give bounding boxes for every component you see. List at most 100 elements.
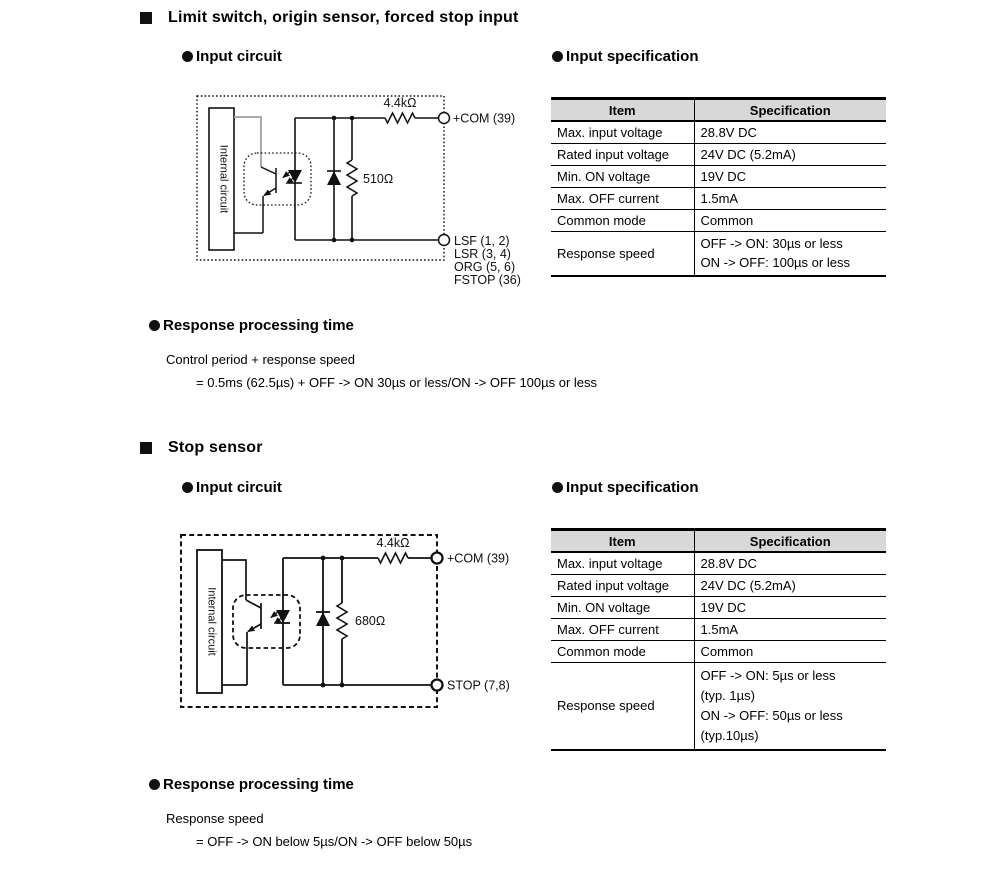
collector-wire (234, 116, 262, 167)
com-terminal (430, 551, 444, 565)
section2-input-circuit-heading: Input circuit (182, 479, 282, 496)
section1-input-spec-heading: Input specification (552, 48, 699, 65)
table-row: Max. OFF current 1.5mA (551, 187, 886, 210)
header-specification: Specification (694, 528, 886, 553)
input-terminal-labels: LSF (1, 2) LSR (3, 4) ORG (5, 6) FSTOP (… (454, 234, 521, 287)
response-formula-line2: = OFF -> ON below 5µs/ON -> OFF below 50… (196, 834, 473, 849)
cell-item: Common mode (551, 640, 695, 663)
input-circuit-label: Input circuit (196, 479, 282, 496)
cell-item: Max. input voltage (551, 121, 695, 144)
section1-input-circuit-heading: Input circuit (182, 48, 282, 65)
cell-item: Rated input voltage (551, 143, 695, 166)
response-formula-line1: Response speed (166, 811, 264, 826)
phototransistor (222, 559, 262, 686)
response-title: Response processing time (163, 776, 354, 793)
section2-response-heading: Response processing time (149, 776, 354, 793)
shunt-resistor (345, 118, 359, 240)
series-resistor-label: 4.4kΩ (377, 536, 410, 550)
internal-circuit-box (196, 549, 223, 694)
cell-spec: 1.5mA (694, 618, 886, 641)
cell-spec: 24V DC (5.2mA) (694, 143, 886, 166)
junction-dots (331, 115, 355, 243)
phototransistor (234, 166, 277, 234)
cell-item: Rated input voltage (551, 574, 695, 597)
input-circuit-diagram-stop-sensor: Internal circuit (180, 534, 510, 708)
table-header-row: Item Specification (551, 528, 886, 553)
header-item: Item (551, 528, 695, 553)
internal-circuit-label: Internal circuit (206, 587, 218, 655)
cell-item: Max. OFF current (551, 618, 695, 641)
input-spec-label: Input specification (566, 479, 699, 496)
cell-spec: 19V DC (694, 596, 886, 619)
cell-item: Max. input voltage (551, 552, 695, 575)
internal-circuit-label: Internal circuit (218, 145, 230, 213)
cell-item: Response speed (551, 231, 695, 277)
input-circuit-diagram-limit-switch: Internal circuit (196, 95, 521, 287)
input-circuit-label: Input circuit (196, 48, 282, 65)
cell-item: Response speed (551, 662, 695, 751)
input-spec-label: Input specification (566, 48, 699, 65)
circle-bullet-icon (552, 51, 563, 62)
circle-bullet-icon (182, 51, 193, 62)
cell-spec: Common (694, 209, 886, 232)
response-line: ON -> OFF: 100µs or less (700, 255, 850, 271)
terminal-label-lsr: LSR (3, 4) (454, 247, 511, 261)
internal-circuit-box (208, 107, 235, 251)
protection-diode (327, 118, 341, 240)
junction-dots (320, 555, 345, 688)
cell-spec: 28.8V DC (694, 552, 886, 575)
series-resistor-label: 4.4kΩ (384, 96, 417, 110)
response-formula-line1: Control period + response speed (166, 352, 355, 367)
shunt-resistor-label: 680Ω (355, 614, 385, 628)
response-line: (typ. 1µs) (700, 687, 755, 703)
square-bullet-icon (140, 12, 152, 24)
optocoupler-box (232, 594, 301, 649)
spec-table-stop-sensor: Item Specification Max. input voltage 28… (551, 528, 886, 751)
series-resistor (384, 111, 416, 125)
section2-title-row: Stop sensor (140, 439, 263, 457)
cell-item: Common mode (551, 209, 695, 232)
response-line: OFF -> ON: 30µs or less (700, 235, 843, 251)
cell-item: Max. OFF current (551, 187, 695, 210)
led (282, 118, 302, 240)
section2-input-spec-heading: Input specification (552, 479, 699, 496)
response-line: OFF -> ON: 5µs or less (700, 667, 836, 683)
table-header-row: Item Specification (551, 97, 886, 122)
table-row: Max. input voltage 28.8V DC (551, 121, 886, 144)
series-resistor (377, 551, 409, 565)
cell-spec: 19V DC (694, 165, 886, 188)
spec-table-limit-switch: Item Specification Max. input voltage 28… (551, 97, 886, 277)
table-row: Common mode Common (551, 209, 886, 232)
stop-terminal-label: STOP (7,8) (447, 679, 510, 693)
optocoupler-box (243, 152, 312, 206)
table-row: Rated input voltage 24V DC (5.2mA) (551, 143, 886, 166)
section1-response-heading: Response processing time (149, 317, 354, 334)
table-row: Max. OFF current 1.5mA (551, 618, 886, 641)
table-row: Rated input voltage 24V DC (5.2mA) (551, 574, 886, 597)
circle-bullet-icon (149, 779, 160, 790)
shunt-resistor-label: 510Ω (363, 172, 393, 186)
terminal-label-fstop: FSTOP (36) (454, 273, 521, 287)
shunt-resistor (335, 558, 349, 685)
circle-bullet-icon (149, 320, 160, 331)
cell-spec: OFF -> ON: 30µs or less ON -> OFF: 100µs… (694, 231, 886, 277)
terminal-label-lsf: LSF (1, 2) (454, 234, 510, 248)
response-formula-line2: = 0.5ms (62.5µs) + OFF -> ON 30µs or les… (196, 375, 598, 390)
com-terminal-label: +COM (39) (447, 552, 509, 566)
table-row: Min. ON voltage 19V DC (551, 596, 886, 619)
response-title: Response processing time (163, 317, 354, 334)
cell-spec: OFF -> ON: 5µs or less (typ. 1µs) ON -> … (694, 662, 886, 751)
terminal-label-org: ORG (5, 6) (454, 260, 515, 274)
circle-bullet-icon (552, 482, 563, 493)
section2-title: Stop sensor (168, 439, 263, 456)
section1-title-row: Limit switch, origin sensor, forced stop… (140, 9, 519, 27)
header-specification: Specification (694, 97, 886, 122)
square-bullet-icon (140, 442, 152, 454)
table-row: Max. input voltage 28.8V DC (551, 552, 886, 575)
header-item: Item (551, 97, 695, 122)
stop-terminal (430, 678, 444, 692)
cell-spec: 1.5mA (694, 187, 886, 210)
cell-spec: Common (694, 640, 886, 663)
table-row-response-speed: Response speed OFF -> ON: 30µs or less O… (551, 231, 886, 277)
